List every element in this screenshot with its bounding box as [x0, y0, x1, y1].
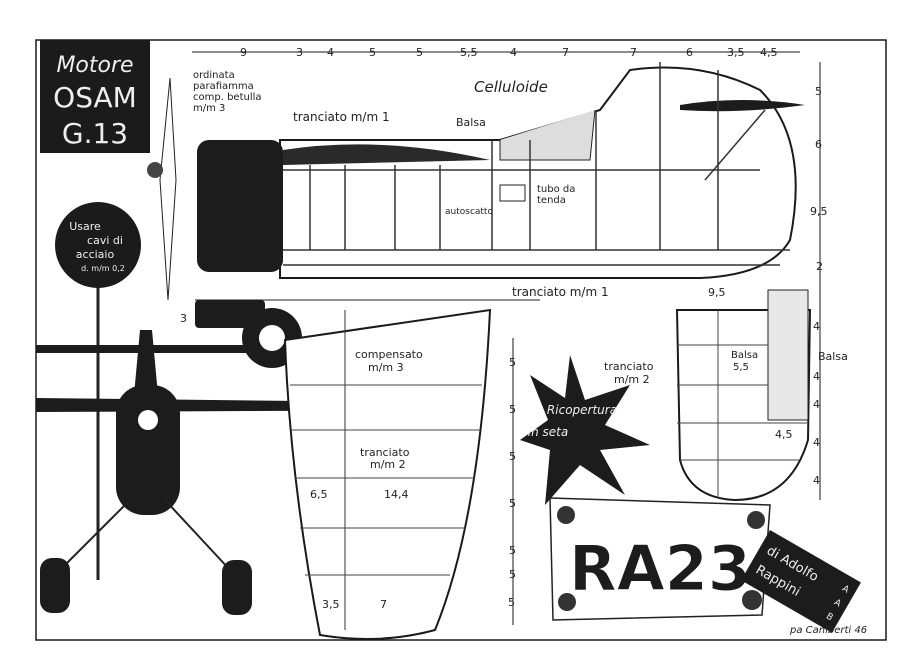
annotation-text: 5: [815, 85, 822, 98]
note-line1: Usare: [69, 220, 101, 233]
annotation-text: 5: [509, 403, 516, 416]
annotation-text: compensato: [355, 348, 423, 361]
annotation-text: 4: [813, 320, 820, 333]
annotation-text: 4,5: [775, 428, 793, 441]
title-line3: G.13: [62, 117, 128, 150]
annotation-text: m/m 3: [368, 361, 404, 374]
annotation-text: tranciato: [604, 360, 654, 373]
annotation-text: 3,5: [727, 46, 745, 59]
annotation-text: parafiamma: [193, 81, 254, 92]
note-line3: acciaio: [76, 248, 115, 261]
signature: pa Caniberti 46: [789, 625, 867, 636]
annotation-text: 4: [813, 398, 820, 411]
annotation-text: 3,5: [322, 598, 340, 611]
annotation-text: 5: [509, 544, 516, 557]
annotation-text: 5,5: [460, 46, 478, 59]
title-line1: Motore: [56, 53, 133, 78]
front-wheel-left: [40, 558, 70, 613]
annotation-text: 14,4: [384, 488, 409, 501]
annotation-text: tenda: [537, 195, 566, 206]
annotation-text: 5: [509, 450, 516, 463]
annotation-text: 3: [180, 312, 187, 325]
annotation-text: B: [824, 612, 834, 624]
annotation-text: tranciato m/m 1: [512, 285, 609, 299]
annotation-text: 4: [813, 474, 820, 487]
annotation-text: tranciato: [360, 446, 410, 459]
annotation-text: 6: [686, 46, 693, 59]
annotation-text: 5: [416, 46, 423, 59]
spinner: [147, 162, 163, 178]
annotation-text: 2: [816, 260, 823, 273]
annotation-text: 9: [240, 46, 247, 59]
annotation-text: 3: [296, 46, 303, 59]
annotation-text: A: [840, 584, 851, 596]
annotation-text: m/m 2: [370, 458, 406, 471]
wing-dimension-chain: 5 5 5 5 5 5 5: [508, 338, 516, 625]
annotation-text: 7: [380, 598, 387, 611]
annotation-text: 4,5: [760, 46, 778, 59]
stabilizer-side: [680, 100, 805, 112]
annotation-text: 7: [562, 46, 569, 59]
annotation-text: 5: [369, 46, 376, 59]
annotation-text: tranciato m/m 1: [293, 110, 390, 124]
annotation-text: Ricopertura: [547, 403, 617, 417]
annotation-text: 6,5: [310, 488, 328, 501]
annotation-text: 4: [813, 436, 820, 449]
annotation-text: 9,5: [810, 205, 828, 218]
wing-planform: compensato m/m 3 tranciato m/m 2 6,5 14,…: [283, 308, 492, 640]
covering-star-badge: Ricopertura in seta: [520, 355, 650, 505]
annotation-text: 6: [815, 138, 822, 151]
annotation-text: m/m 2: [614, 373, 650, 386]
annotation-text: 5: [508, 596, 515, 609]
annotation-text: in seta: [528, 425, 568, 439]
annotation-text: 7: [630, 46, 637, 59]
side-view-labels: ordinata parafiamma comp. betulla m/m 3 …: [193, 70, 609, 299]
annotation-text: 4: [327, 46, 334, 59]
annotation-text: A: [832, 598, 843, 610]
top-dimension-chain: 9 3 4 5 5 5,5 4 7 7 6 3,5 4,5: [192, 46, 800, 59]
annotation-text: 9,5: [708, 286, 726, 299]
annotation-text: 5: [509, 497, 516, 510]
annotation-text: 5: [509, 356, 516, 369]
wire-note-circle: Usare cavi di acciaio d. m/m 0,2: [55, 202, 141, 580]
annotation-text: Balsa: [731, 350, 758, 361]
stabilizer-planform: 9,5 Balsa 5,5 Balsa tranciato m/m 2 4,5: [604, 286, 848, 502]
note-line4: d. m/m 0,2: [81, 264, 125, 273]
fuselage-side-view: [197, 62, 805, 279]
annotation-text: Balsa: [456, 116, 486, 129]
annotation-text: comp. betulla: [193, 92, 262, 103]
annotation-text: Celluloide: [474, 78, 548, 96]
annotation-text: 4: [813, 370, 820, 383]
front-view: [36, 330, 480, 615]
annotation-text: 5: [509, 568, 516, 581]
plaque-title: RA23: [569, 532, 751, 605]
note-line2: cavi di: [87, 234, 123, 247]
annotation-text: ordinata: [193, 70, 235, 81]
annotation-text: Balsa: [818, 350, 848, 363]
annotation-text: 4: [510, 46, 517, 59]
title-line2: OSAM: [53, 81, 137, 114]
annotation-text: m/m 3: [193, 103, 225, 114]
right-dimension-chain: 5 6 9,5 2 4 4 4 4 4: [810, 62, 828, 500]
front-wheel-right: [222, 560, 252, 615]
annotation-text: 5,5: [733, 362, 749, 373]
sheet-border: [35, 39, 887, 641]
propeller: [159, 77, 177, 301]
annotation-text: tubo da: [537, 184, 575, 195]
annotation-text: autoscatto: [445, 207, 493, 217]
engine-title-box: Motore OSAM G.13: [40, 40, 150, 153]
